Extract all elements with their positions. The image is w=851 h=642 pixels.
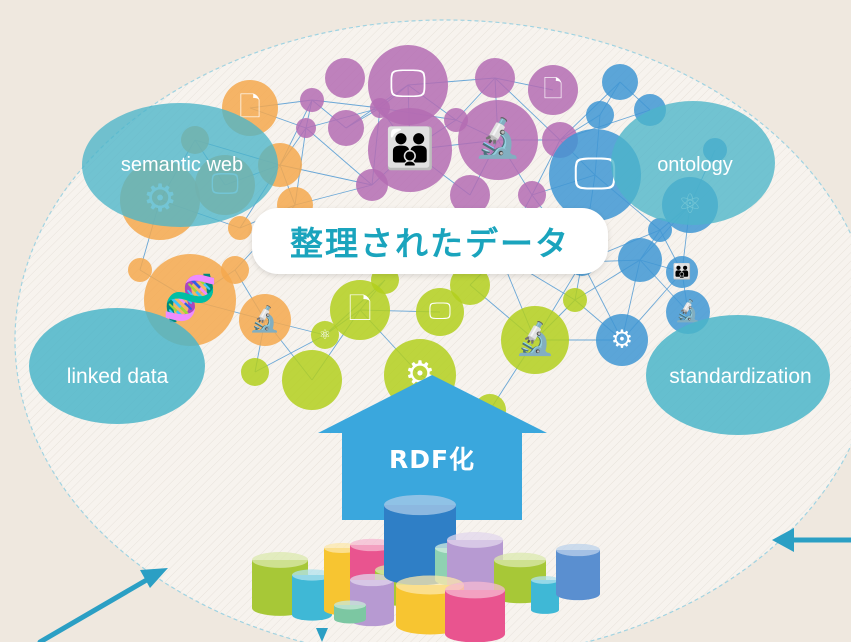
network-node	[221, 256, 249, 284]
network-node	[518, 181, 546, 209]
network-node	[228, 216, 252, 240]
database-cylinder	[531, 576, 559, 614]
network-node	[602, 64, 638, 100]
network-node	[450, 175, 490, 215]
network-node	[330, 280, 390, 340]
network-node	[586, 101, 614, 129]
network-node	[444, 108, 468, 132]
rdf-arrow	[318, 375, 547, 520]
database-cylinder	[556, 543, 600, 601]
concept-bubble-standardization	[646, 315, 830, 435]
network-node	[328, 110, 364, 146]
network-node	[528, 65, 578, 115]
network-node	[501, 306, 569, 374]
database-cylinders	[252, 494, 600, 642]
network-node	[370, 98, 390, 118]
network-node	[458, 100, 538, 180]
network-node	[311, 321, 339, 349]
ontology-label: ontology	[657, 153, 733, 176]
concept-bubble-linked-data	[29, 308, 205, 424]
rdf-conversion-label: RDF化	[388, 445, 476, 474]
network-node	[241, 358, 269, 386]
network-node	[450, 265, 490, 305]
network-node	[596, 314, 648, 366]
network-node	[475, 58, 515, 98]
standardization-label: standardization	[669, 365, 812, 388]
semantic-web-label: semantic web	[120, 153, 244, 176]
network-node	[128, 258, 152, 282]
monitor-icon: 🖵	[429, 299, 451, 325]
database-cylinder	[334, 600, 366, 624]
network-node	[416, 288, 464, 336]
network-node	[666, 256, 698, 288]
microscope-icon: 🔬	[249, 303, 280, 333]
molecule-icon: ⚛	[319, 328, 331, 343]
linked-data-label: linked data	[66, 365, 169, 388]
network-node	[282, 350, 342, 410]
network-node	[296, 118, 316, 138]
network-node	[325, 58, 365, 98]
dna-icon: 🧬	[163, 271, 218, 324]
network-node	[239, 294, 291, 346]
organized-data-label: 整理されたデータ	[290, 224, 570, 263]
monitor-icon: 🖵	[390, 61, 427, 105]
family-icon: 👪	[673, 262, 692, 280]
organized-data-label-box: 整理されたデータ	[252, 208, 608, 274]
microscope-icon: 🔬	[675, 298, 701, 323]
database-cylinder	[445, 581, 505, 642]
microscope-icon: 🔬	[515, 320, 555, 358]
monitor-icon: 🖵	[574, 148, 616, 199]
gears-icon: ⚙	[611, 324, 633, 353]
database-cylinder	[350, 573, 394, 627]
concept-bubble-semantic-web	[82, 103, 278, 227]
network-node	[368, 108, 452, 192]
network-node	[563, 288, 587, 312]
family-icon: 👪	[385, 125, 435, 172]
document-icon: 🗋	[348, 291, 371, 325]
network-node	[618, 238, 662, 282]
database-cylinder	[292, 569, 332, 621]
network-node	[648, 218, 672, 242]
document-icon: 🗋	[239, 92, 261, 123]
document-icon: 🗋	[543, 75, 562, 103]
network-node	[356, 169, 388, 201]
concept-bubble-ontology	[611, 101, 775, 225]
incoming-arrows	[37, 528, 851, 642]
microscope-icon: 🔬	[474, 115, 521, 160]
network-node	[300, 88, 324, 112]
